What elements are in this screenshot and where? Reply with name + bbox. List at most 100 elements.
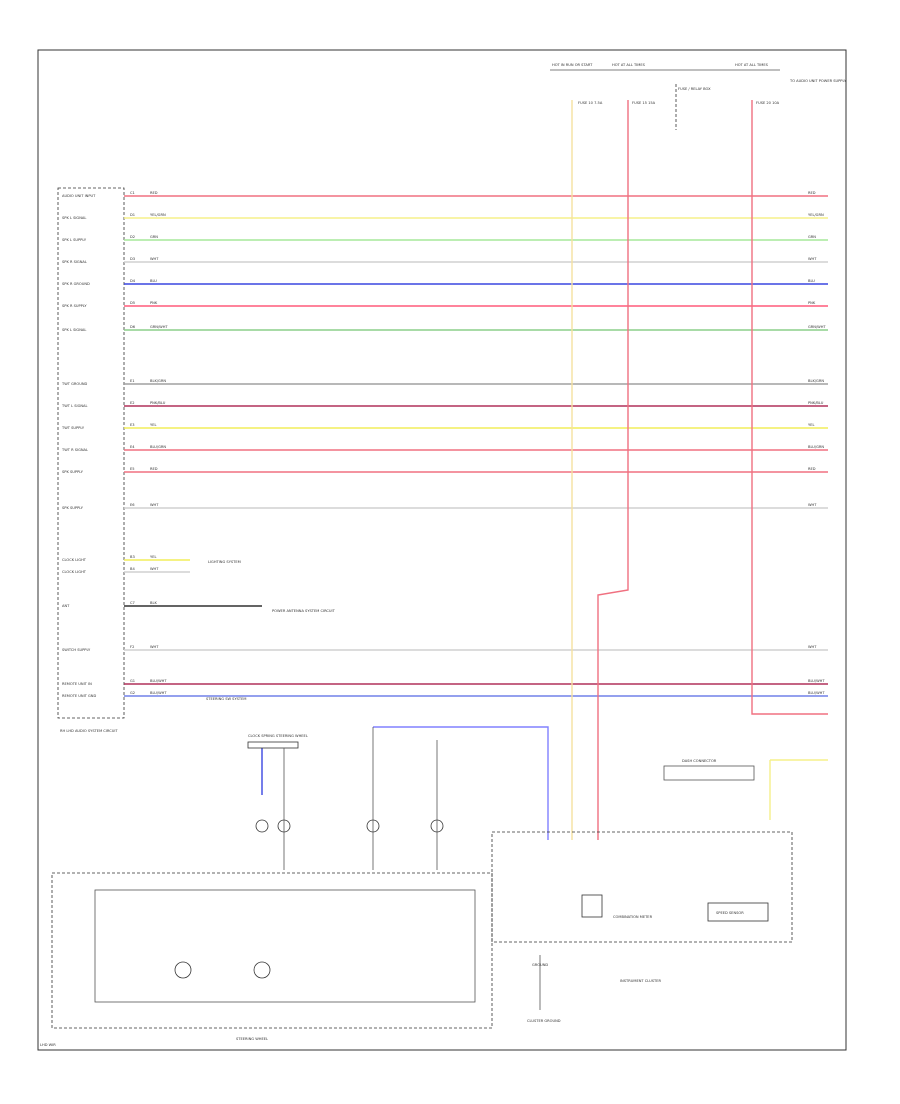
pin-id-e4: E4 [130,445,135,449]
wire-color-d2: GRN [150,235,158,239]
wire-color-g1: BLU/WHT [150,679,167,683]
power-top-2: HOT AT ALL TIMES [612,63,646,67]
wire-color-e5: RED [150,467,158,471]
wire-color-c7: BLK [150,601,157,605]
pin-id-b4: B4 [130,567,135,571]
sheet-border [37,49,847,1051]
steering-section: CLOCK SPRING STEERING WHEEL STEERING WHE… [51,727,493,1041]
steering-switch-box [94,889,476,1003]
wire-color-d4: BLU [150,279,157,283]
supply-wires [261,100,828,840]
pin-label-d6: SPK L SIGNAL [62,328,86,332]
wire-color-end-d6: GRN/WHT [808,325,826,329]
pin-id-e1: E1 [130,379,135,383]
switch-lamp-1 [174,961,192,979]
pin-id-d2: D2 [130,235,135,239]
ground-label: CLUSTER GROUND [527,1019,561,1023]
pin-label-g1: REMOTE UNIT IN [62,682,92,686]
motor-label: SPEED SENSOR [716,911,744,915]
steer-note: CLOCK SPRING STEERING WHEEL [248,734,308,738]
wire-color-d1: YEL/GRN [150,213,166,217]
pin-label-b4: CLOCK LIGHT [62,570,87,574]
power-sources: HOT IN RUN OR START HOT AT ALL TIMES HOT… [550,63,847,130]
pin-label-e5: SPK SUPPLY [62,470,84,474]
pin-id-g1: G1 [130,679,135,683]
switch-lamp-2 [253,961,271,979]
pin-id-d3: D3 [130,257,135,261]
wire-color-end-e2: PNK/BLU [808,401,824,405]
dash-connector [663,765,755,781]
pin-label-d1: SPK L SIGNAL [62,216,86,220]
wire-color-b3: YEL [150,555,156,559]
wire-color-end-g2: BLU/WHT [808,691,825,695]
pin-label-f2: SWITCH SUPPLY [62,648,91,652]
wire-color-e6: WHT [150,503,159,507]
pin-id-e2: E2 [130,401,135,405]
wire-color-end-e1: BLK/GRN [808,379,824,383]
pin-label-d5: SPK R SUPPLY [62,304,87,308]
pin-label-d3: SPK R SIGNAL [62,260,87,264]
wire-color-end-d4: BLU [808,279,815,283]
wire-color-end-e4: BLU/GRN [808,445,824,449]
pin-id-d5: D5 [130,301,135,305]
pin-label-e6: SPK SUPPLY [62,506,84,510]
speed-sensor-box [707,902,769,922]
steering-wheel-box [51,872,493,1029]
wire-color-end-d3: WHT [808,257,817,261]
junction: FUSE / RELAY BOX [678,87,711,91]
pin-label-e2: TWT L SIGNAL [61,404,88,408]
footer: LHD WIR [40,1043,56,1047]
wire-color-end-e6: WHT [808,503,817,507]
wire-color-b4: WHT [150,567,159,571]
wire-color-e1: BLK/GRN [150,379,166,383]
wire-color-e2: PNK/BLU [150,401,166,405]
pin-label-e1: TWT GROUND [61,382,88,386]
steering-label: STEERING WHEEL [236,1037,268,1041]
pin-id-e6: E6 [130,503,135,507]
wire-color-end-d2: GRN [808,235,816,239]
fuse-2: FUSE 15 15A [632,101,656,105]
pin-label-d2: SPK L SUPPLY [62,238,87,242]
wire-color-e3: YEL [150,423,156,427]
audio-unit-box [57,187,125,719]
ref-steering: STEERING SW SYSTEM [206,697,247,701]
wire-color-end-e5: RED [808,467,816,471]
connector-a [255,819,269,833]
ref-lighting: LIGHTING SYSTEM [208,560,241,564]
pin-id-c1: C1 [130,191,135,195]
red-vertical-wire [597,100,629,840]
fuse-3: FUSE 20 10A [756,101,780,105]
power-top-3: HOT AT ALL TIMES [735,63,769,67]
audio-unit-label: RH LHD AUDIO SYSTEM CIRCUIT [60,729,118,733]
ref-antenna: POWER ANTENNA SYSTEM CIRCUIT [272,609,336,613]
wire-color-end-f2: WHT [808,645,817,649]
pin-label-b3: CLOCK LIGHT [62,558,87,562]
pin-id-c7: C7 [130,601,135,605]
clock-spring [247,741,299,749]
bottom-note: GROUND [532,963,548,967]
pin-label-g2: REMOTE UNIT GND [62,694,96,698]
pin-id-e5: E5 [130,467,135,471]
pin-id-b3: B3 [130,555,135,559]
power-top-1: HOT IN RUN OR START [552,63,593,67]
cluster-gauge [581,894,603,918]
wire-color-end-e3: YEL [808,423,814,427]
wire-color-c1: RED [150,191,158,195]
dash-conn: DASH CONNECTOR [682,759,717,763]
gauge-label: COMBINATION METER [613,915,653,919]
pin-id-d1: D1 [130,213,135,217]
pin-label-e4: TWT R SIGNAL [61,448,88,452]
pin-id-g2: G2 [130,691,135,695]
pin-id-f2: F2 [130,645,134,649]
pin-label-d4: SPK R GROUND [62,282,90,286]
pin-label-e3: TWT SUPPLY [61,426,85,430]
pin-id-e3: E3 [130,423,135,427]
instrument-cluster: SPEED SENSOR COMBINATION METER INSTRUMEN… [491,759,793,1023]
wire-color-d3: WHT [150,257,159,261]
wire-color-d5: PNK [150,301,158,305]
red-right-vertical-wire [751,100,828,715]
junction-note: TO AUDIO UNIT POWER SUPPLY [789,79,847,83]
